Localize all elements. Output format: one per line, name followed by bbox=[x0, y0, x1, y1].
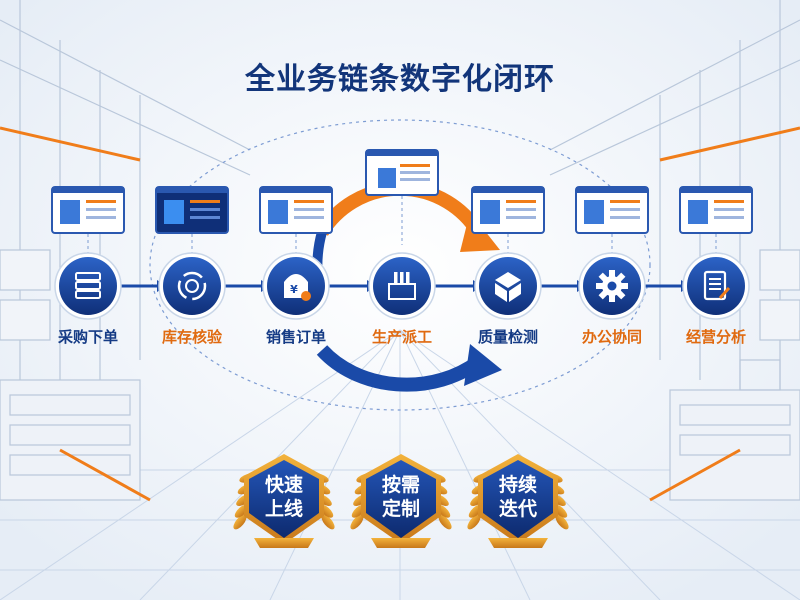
step-node bbox=[54, 252, 122, 320]
badge-text: 定制 bbox=[381, 498, 420, 520]
badge-text: 按需 bbox=[381, 474, 420, 496]
factory-right-illustration bbox=[549, 0, 800, 501]
page-title: 全业务链条数字化闭环 bbox=[245, 62, 555, 97]
money-bag-check-icon: ¥ bbox=[284, 274, 311, 301]
badge-text: 持续 bbox=[498, 474, 537, 496]
blue-arrowhead bbox=[464, 344, 502, 386]
gear-icon bbox=[596, 270, 628, 302]
dashboard-thumbnails bbox=[51, 186, 753, 257]
cycle-shield-icon bbox=[177, 271, 207, 301]
factory-building-icon bbox=[388, 272, 416, 300]
step-node bbox=[368, 252, 436, 320]
step-label: 经营分析 bbox=[685, 328, 746, 346]
dashboard-thumbnail bbox=[51, 186, 125, 257]
orange-accent-left bbox=[0, 126, 151, 502]
dashed-orbit bbox=[149, 119, 651, 411]
svg-text:¥: ¥ bbox=[290, 283, 298, 296]
badge-text: 快速 bbox=[264, 474, 303, 496]
badge-shield bbox=[350, 454, 452, 548]
document-edit-icon bbox=[703, 270, 731, 301]
step-label: 库存核验 bbox=[161, 328, 222, 346]
dashboard-thumbnail bbox=[679, 186, 753, 257]
step-label: 采购下单 bbox=[57, 328, 118, 346]
step-node bbox=[158, 252, 226, 320]
server-stack-icon bbox=[75, 272, 101, 299]
step-node bbox=[682, 252, 750, 320]
badge-text: 迭代 bbox=[498, 498, 537, 520]
step-node bbox=[578, 252, 646, 320]
step-label: 销售订单 bbox=[265, 328, 326, 346]
step-label: 质量检测 bbox=[477, 328, 538, 346]
orange-accent-right bbox=[649, 126, 800, 502]
step-label: 生产派工 bbox=[371, 328, 432, 346]
dashboard-thumbnail bbox=[259, 186, 333, 257]
step-circles: ¥ bbox=[54, 252, 750, 320]
blue-loop-arrow bbox=[316, 345, 483, 392]
step-node bbox=[474, 252, 542, 320]
step-label: 办公协同 bbox=[581, 328, 642, 346]
badge-shield bbox=[233, 454, 335, 548]
badge-shield bbox=[467, 454, 569, 548]
dashboard-thumbnail bbox=[471, 186, 545, 257]
badge-text: 上线 bbox=[264, 498, 303, 520]
dashboard-thumbnail bbox=[155, 186, 229, 257]
badge-shields bbox=[233, 454, 569, 548]
dashboard-thumbnail bbox=[575, 186, 649, 257]
package-box-icon bbox=[495, 272, 521, 302]
step-node: ¥ bbox=[262, 252, 330, 320]
dashboard-thumbnail-top bbox=[365, 149, 439, 196]
